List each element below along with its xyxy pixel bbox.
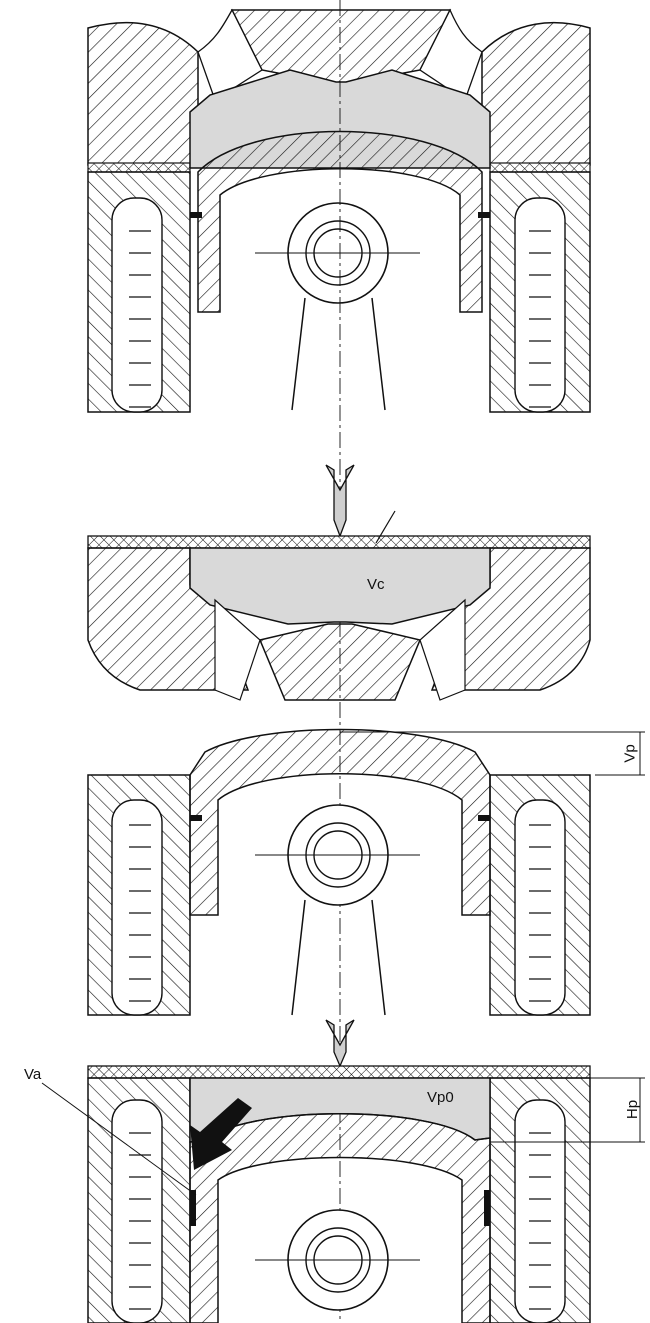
panel-3-piston: [87, 728, 645, 1016]
valve-port-left: [197, 8, 263, 101]
flow-arrow-2: [325, 1019, 355, 1068]
label-va: Va: [24, 1066, 42, 1083]
cylinder-head-center: [230, 9, 452, 86]
valve-port-right: [419, 8, 483, 102]
head-gasket-right: [489, 162, 591, 173]
label-vc: Vc: [367, 576, 385, 593]
valve-right-2: [419, 598, 466, 701]
black-arrow: [190, 1098, 252, 1170]
panel-4-compression: [41, 1065, 645, 1323]
label-vp0: Vp0: [427, 1089, 454, 1106]
flow-arrow-1: [325, 464, 355, 538]
valve-left-2: [214, 598, 261, 701]
label-vp: Vp: [621, 744, 639, 763]
label-hp: Hp: [624, 1099, 642, 1120]
cylinder-head-right: [481, 21, 591, 166]
gasket-4: [87, 1065, 591, 1079]
cylinder-head-left: [87, 21, 199, 166]
connecting-rod: [291, 297, 386, 411]
gasket-top: [87, 535, 591, 549]
head-block-center: [258, 623, 422, 701]
panel-1-engine-section: [87, 8, 591, 413]
piston-ring-right: [478, 212, 490, 218]
head-gasket: [87, 162, 191, 173]
chamber-vc: [189, 547, 491, 625]
piston-ring-left: [190, 212, 202, 218]
panel-2-cylinder-head: [87, 510, 591, 701]
piston-crown-3: [189, 728, 491, 916]
